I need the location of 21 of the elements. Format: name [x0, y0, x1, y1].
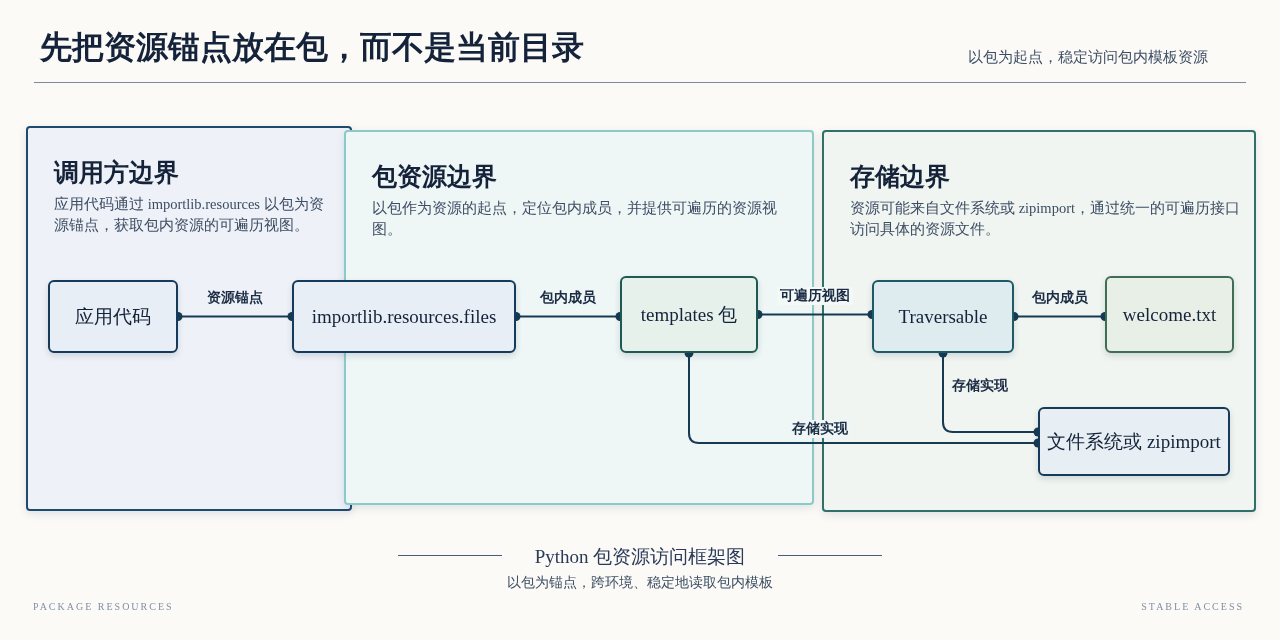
component-box: templates 包	[620, 276, 758, 353]
edge-label: 存储实现	[949, 377, 1011, 395]
panel-heading: 存储边界	[850, 162, 950, 192]
figure-caption: Python 包资源访问框架图	[533, 545, 747, 569]
subtitle: 以包为起点，稳定访问包内模板资源	[968, 48, 1208, 67]
caption-subtitle: 以包为锚点，跨环境、稳定地读取包内模板	[507, 575, 773, 590]
edge-label: 存储实现	[789, 420, 851, 438]
component-box: importlib.resources.files	[292, 280, 516, 353]
corner-note: PACKAGE RESOURCES	[33, 601, 174, 612]
component-box: 文件系统或 zipimport	[1038, 407, 1230, 476]
page-title: 先把资源锚点放在包，而不是当前目录	[40, 28, 584, 67]
component-box: 应用代码	[48, 280, 178, 353]
panel-description: 以包作为资源的起点，定位包内成员，并提供可遍历的资源视图。	[372, 199, 778, 239]
panel-heading: 包资源边界	[372, 162, 497, 192]
corner-note: STABLE ACCESS	[1141, 601, 1244, 612]
component-box: Traversable	[872, 280, 1014, 353]
edge-label: 可遍历视图	[777, 286, 853, 305]
component-box: welcome.txt	[1105, 276, 1234, 353]
panel-description: 资源可能来自文件系统或 zipimport，通过统一的可遍历接口访问具体的资源文件。	[850, 199, 1241, 239]
panel-heading: 调用方边界	[54, 158, 179, 188]
panel-description: 应用代码通过 importlib.resources 以包为资源锚点，获取包内资源的可遍历视图。	[54, 195, 325, 235]
